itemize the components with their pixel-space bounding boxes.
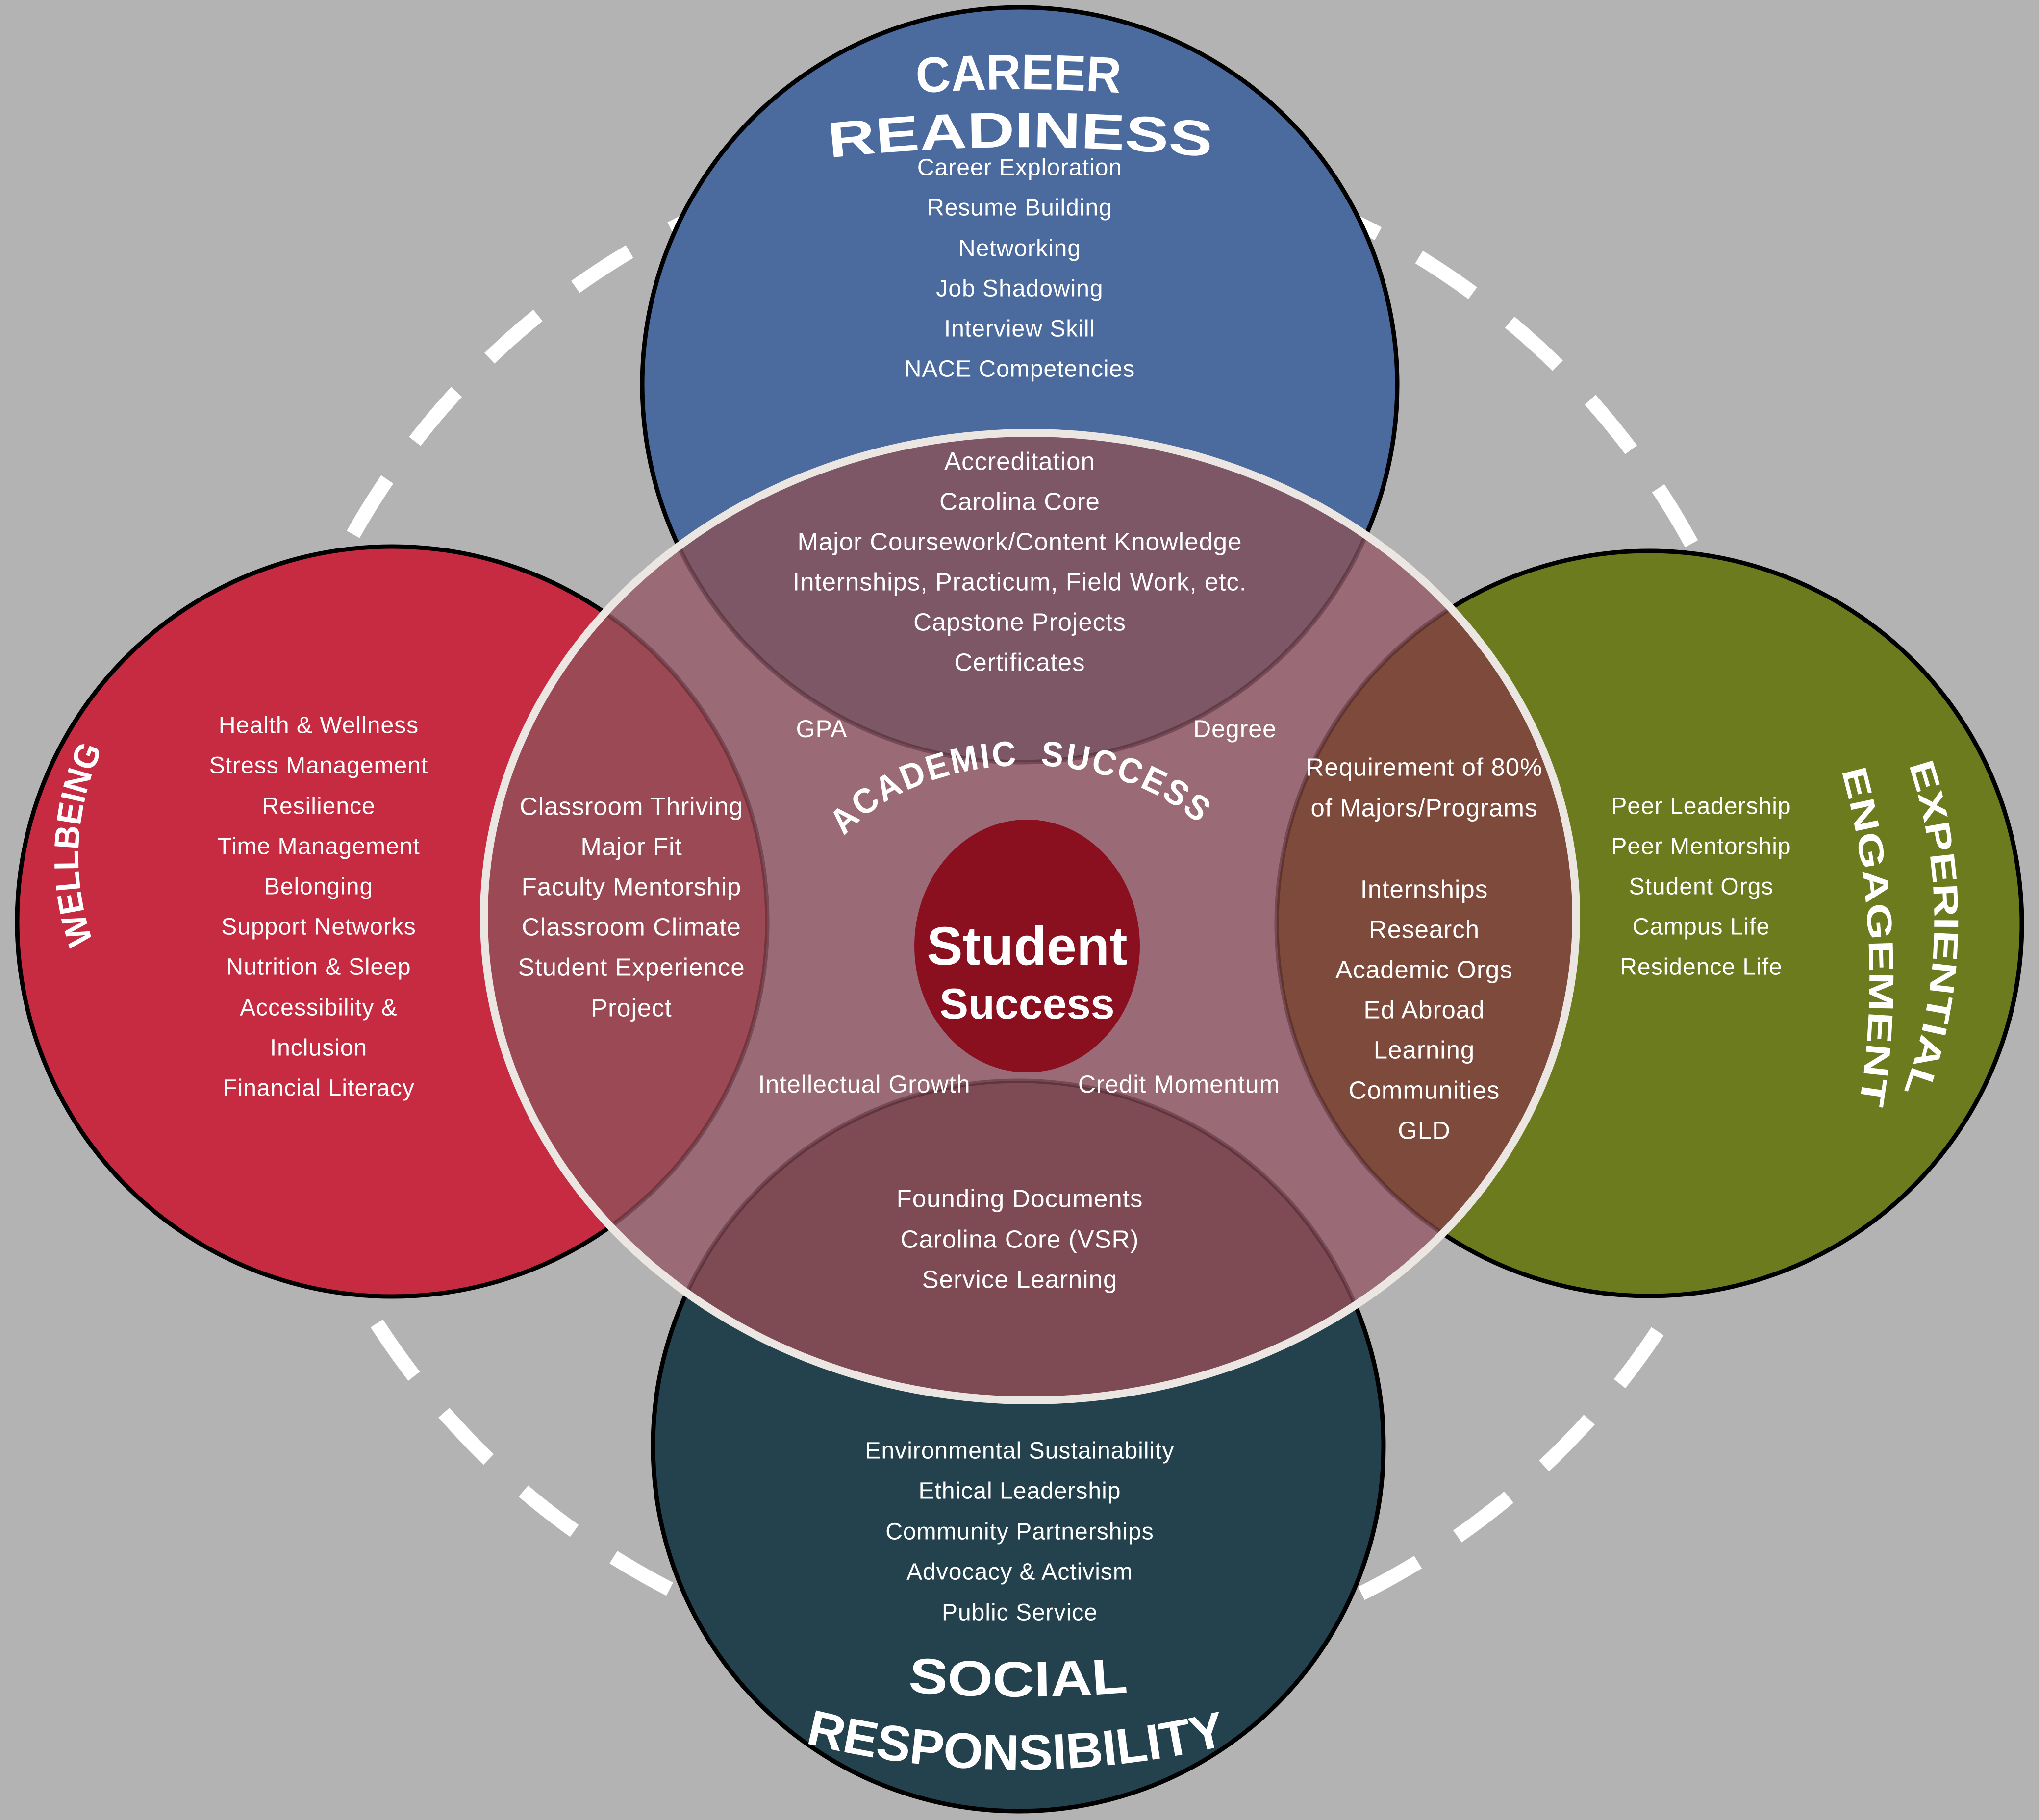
social-title-line1: SOCIAL	[907, 1647, 1129, 1707]
credit-momentum-label: Credit Momentum	[1078, 1071, 1280, 1098]
career-academic-item: Carolina Core	[939, 488, 1100, 516]
intellectual-growth-label: Intellectual Growth	[758, 1071, 970, 1098]
experiential-item: Student Orgs	[1629, 874, 1774, 900]
career-item: Job Shadowing	[936, 276, 1103, 302]
wellbeing-item: Time Management	[217, 834, 420, 860]
wellbeing-item: Support Networks	[221, 914, 416, 940]
experiential-academic-item: Ed Abroad	[1363, 996, 1485, 1024]
student-success-label-line1: Student	[927, 916, 1127, 976]
gpa-label: GPA	[796, 715, 848, 743]
social-item: Advocacy & Activism	[906, 1559, 1133, 1585]
social-item: Public Service	[942, 1600, 1098, 1626]
wellbeing-item: Accessibility &	[240, 995, 398, 1021]
career-item: Interview Skill	[944, 316, 1095, 342]
social-item: Community Partnerships	[885, 1519, 1154, 1545]
overlap-social-academic	[651, 1078, 1386, 1400]
experiential-item: Peer Leadership	[1611, 794, 1791, 820]
experiential-item: Peer Mentorship	[1611, 834, 1791, 860]
social-academic-item: Founding Documents	[897, 1185, 1143, 1213]
experiential-academic-header: of Majors/Programs	[1311, 794, 1538, 822]
career-item: Resume Building	[927, 195, 1112, 221]
student-success-label-line2: Success	[939, 979, 1114, 1028]
wellbeing-item: Resilience	[262, 794, 375, 820]
career-academic-item: Internships, Practicum, Field Work, etc.	[793, 568, 1247, 596]
experiential-academic-item: Research	[1369, 916, 1480, 944]
career-item: Career Exploration	[917, 155, 1122, 181]
wellbeing-academic-item: Classroom Thriving	[520, 793, 743, 821]
social-item: Ethical Leadership	[919, 1478, 1121, 1504]
wellbeing-academic-item: Student Experience	[518, 953, 745, 981]
wellbeing-academic-item: Project	[591, 994, 672, 1022]
social-academic-item: Service Learning	[922, 1266, 1118, 1294]
wellbeing-item: Financial Literacy	[223, 1075, 415, 1101]
wellbeing-academic-item: Classroom Climate	[522, 913, 741, 941]
wellbeing-item: Nutrition & Sleep	[226, 954, 411, 980]
wellbeing-item: Inclusion	[270, 1035, 367, 1061]
career-item: NACE Competencies	[905, 356, 1135, 382]
wellbeing-item: Stress Management	[209, 753, 428, 779]
experiential-academic-item: Learning	[1374, 1036, 1475, 1064]
career-academic-item: Accreditation	[944, 448, 1095, 475]
experiential-academic-item: Communities	[1349, 1076, 1500, 1104]
overlap-experiential-academic	[1274, 548, 1576, 1298]
experiential-item: Campus Life	[1633, 914, 1770, 940]
experiential-academic-item: Academic Orgs	[1335, 956, 1513, 984]
wellbeing-item: Belonging	[264, 874, 374, 900]
wellbeing-item: Health & Wellness	[219, 713, 419, 739]
career-academic-item: Major Coursework/Content Knowledge	[797, 528, 1242, 556]
academic-success-ring	[480, 429, 1580, 1404]
social-item: Environmental Sustainability	[865, 1438, 1175, 1464]
experiential-item: Residence Life	[1620, 954, 1783, 980]
wellbeing-academic-item: Major Fit	[580, 833, 682, 861]
career-title-line2: READINESS	[825, 102, 1215, 169]
overlap-wellbeing-academic	[484, 544, 770, 1299]
career-academic-item: Capstone Projects	[913, 608, 1126, 636]
experiential-academic-header: Requirement of 80%	[1306, 753, 1543, 781]
experiential-academic-item: GLD	[1398, 1117, 1451, 1145]
social-academic-item: Carolina Core (VSR)	[901, 1225, 1139, 1253]
experiential-academic-item: Internships	[1360, 875, 1488, 903]
wellbeing-academic-item: Faculty Mentorship	[522, 873, 742, 901]
career-title-line1: CAREER	[914, 44, 1123, 104]
career-academic-item: Certificates	[954, 648, 1085, 676]
overlap-career-academic	[640, 433, 1400, 765]
career-item: Networking	[958, 236, 1081, 262]
student-success-core-circle	[914, 820, 1140, 1072]
degree-label: Degree	[1193, 715, 1277, 743]
